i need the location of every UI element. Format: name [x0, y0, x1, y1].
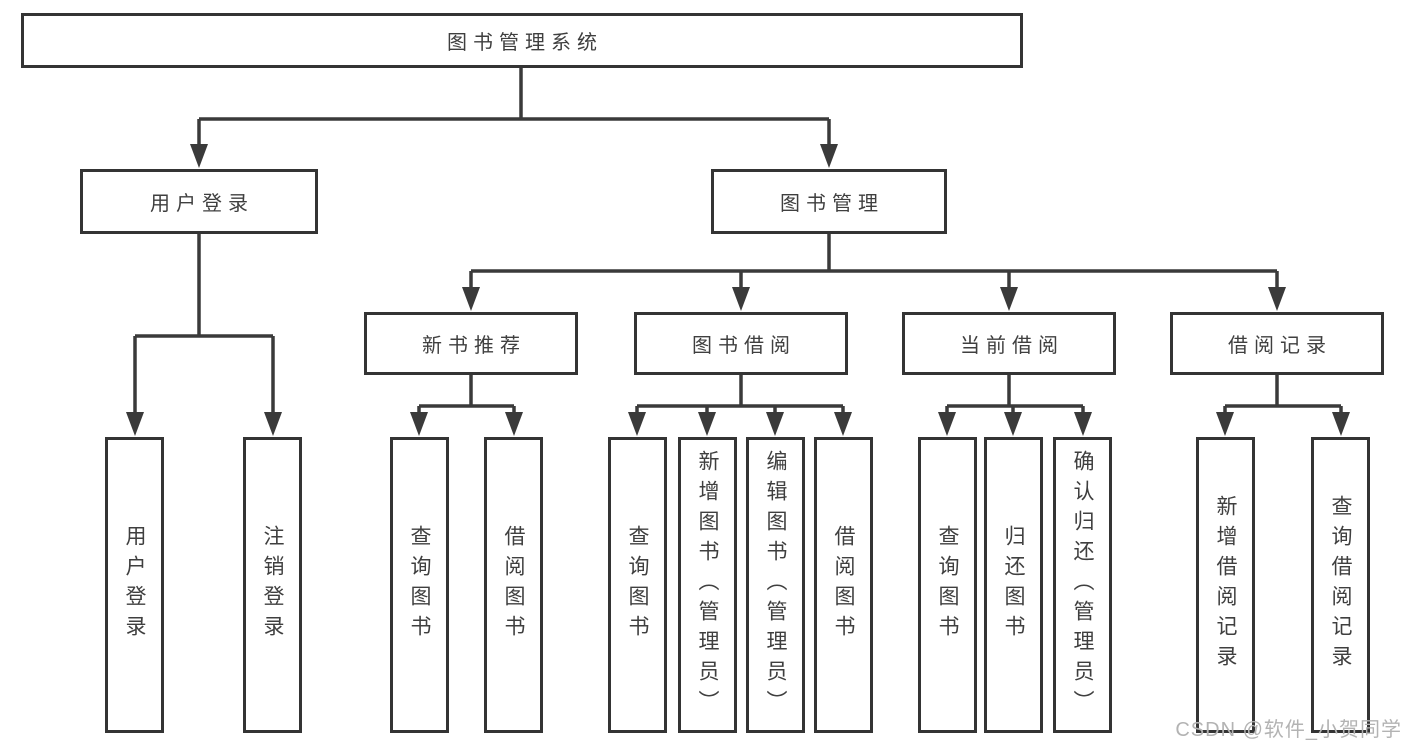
node-label: 新书推荐 — [422, 335, 526, 357]
node-book-management: 图书管理 — [711, 169, 947, 234]
leaf-records-add-record: 新增借阅记录 — [1196, 437, 1255, 733]
leaf-label: 查询图书 — [936, 525, 959, 645]
node-new-book-recommend: 新书推荐 — [364, 312, 578, 375]
node-book-borrow: 图书借阅 — [634, 312, 848, 375]
leaf-borrow-borrow-books: 借阅图书 — [814, 437, 873, 733]
node-label: 图书借阅 — [692, 335, 796, 357]
leaf-records-query-record: 查询借阅记录 — [1311, 437, 1370, 733]
leaf-borrow-edit-books-admin: 编辑图书（管理员） — [746, 437, 805, 733]
leaf-borrow-query-books: 查询图书 — [608, 437, 667, 733]
leaf-label: 查询图书 — [408, 525, 431, 645]
node-user-login: 用户登录 — [80, 169, 318, 234]
node-current-borrow: 当前借阅 — [902, 312, 1116, 375]
leaf-current-confirm-return-admin: 确认归还（管理员） — [1053, 437, 1112, 733]
leaf-user-login: 用户登录 — [105, 437, 164, 733]
arrowheads — [126, 144, 1350, 436]
leaf-current-return-books: 归还图书 — [984, 437, 1043, 733]
leaf-label: 用户登录 — [123, 525, 146, 645]
leaf-label: 新增图书（管理员） — [696, 450, 719, 720]
leaf-label: 确认归还（管理员） — [1071, 450, 1094, 720]
csdn-watermark: CSDN @软件_小贺同学 — [1175, 719, 1402, 741]
node-label: 当前借阅 — [960, 335, 1064, 357]
leaf-recommend-query-books: 查询图书 — [390, 437, 449, 733]
node-borrow-records: 借阅记录 — [1170, 312, 1384, 375]
node-library-system: 图书管理系统 — [21, 13, 1023, 68]
leaf-label: 编辑图书（管理员） — [764, 450, 787, 720]
leaf-label: 归还图书 — [1002, 525, 1025, 645]
leaf-current-query-books: 查询图书 — [918, 437, 977, 733]
node-label: 图书管理 — [780, 193, 884, 215]
leaf-label: 查询图书 — [626, 525, 649, 645]
leaf-label: 查询借阅记录 — [1329, 495, 1352, 675]
leaf-label: 借阅图书 — [502, 525, 525, 645]
leaf-label: 注销登录 — [261, 525, 284, 645]
leaf-label: 新增借阅记录 — [1214, 495, 1237, 675]
node-label: 用户登录 — [150, 193, 254, 215]
node-label: 借阅记录 — [1228, 335, 1332, 357]
leaf-borrow-add-books-admin: 新增图书（管理员） — [678, 437, 737, 733]
node-label: 图书管理系统 — [447, 32, 603, 54]
leaf-recommend-borrow-books: 借阅图书 — [484, 437, 543, 733]
leaf-logout: 注销登录 — [243, 437, 302, 733]
leaf-label: 借阅图书 — [832, 525, 855, 645]
